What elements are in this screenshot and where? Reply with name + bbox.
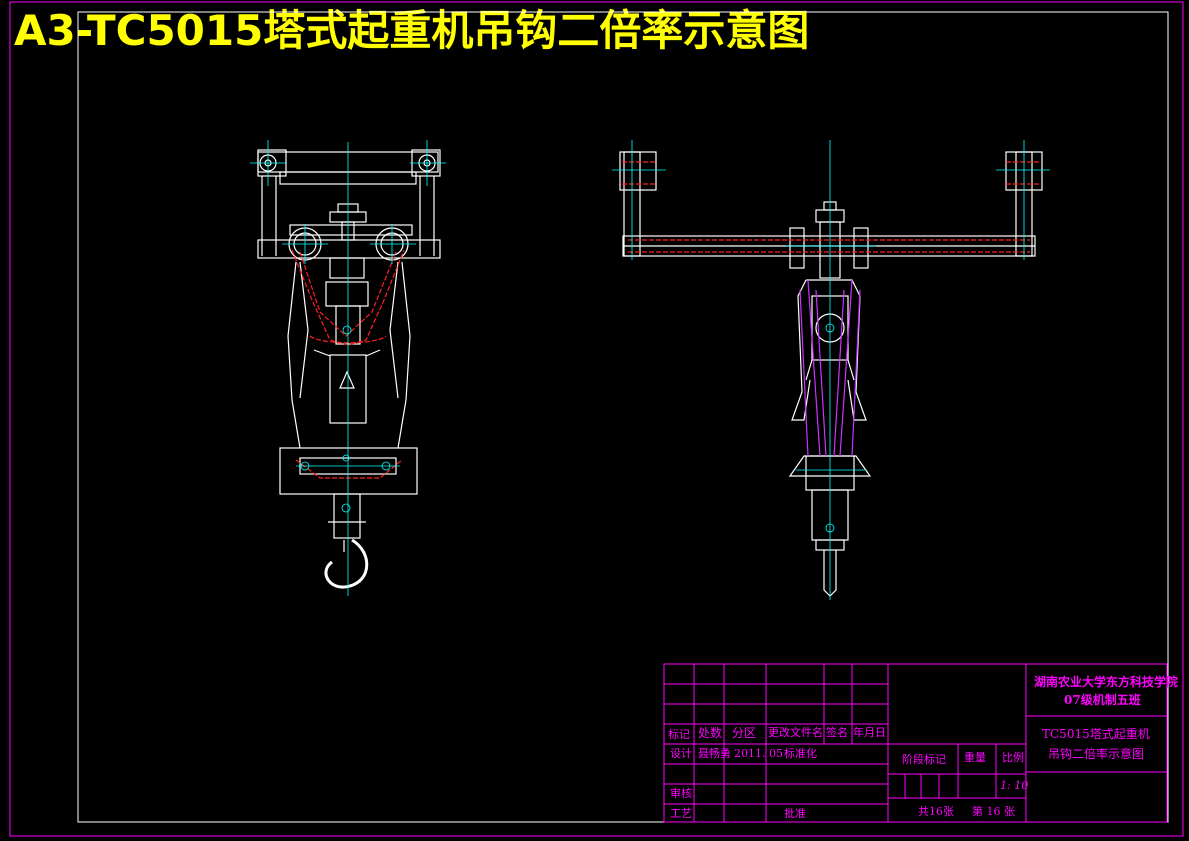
- col-mark: 标记: [668, 728, 690, 741]
- sheets-total: 共16张: [918, 805, 954, 818]
- standardize-label: 标准化: [784, 747, 817, 760]
- approve-label: 批准: [784, 807, 806, 820]
- col-date: 年月日: [853, 726, 886, 739]
- col-doc: 更改文件名: [768, 726, 823, 739]
- title-block-grid: [663, 663, 1168, 823]
- stage-mark-label: 阶段标记: [902, 753, 946, 766]
- col-sign: 签名: [826, 726, 848, 739]
- drawing-title: A3-TC5015塔式起重机吊钩二倍率示意图: [14, 6, 810, 55]
- col-count: 处数: [698, 726, 723, 740]
- weight-label: 重量: [964, 751, 986, 764]
- design-date: 2011. 05: [734, 747, 783, 760]
- row-review: 审核: [670, 787, 692, 800]
- inner-border: [77, 11, 1169, 823]
- hook-front-centerlines: [250, 140, 446, 596]
- hook-side-ropes: [622, 161, 1040, 253]
- hook-side-ropes-alt: [799, 279, 861, 457]
- hook-side-centerlines: [612, 140, 1050, 600]
- col-zone: 分区: [732, 726, 757, 740]
- scale-value: 1: 10: [1000, 779, 1029, 792]
- outer-border: [9, 1, 1184, 837]
- sheet-number: 第 16 张: [972, 805, 1015, 818]
- designer-name: 聂畅勇: [698, 747, 731, 760]
- hook-side-view: [619, 151, 1043, 597]
- row-process: 工艺: [670, 807, 692, 820]
- drawing-name-line2: 吊钩二倍率示意图: [1048, 747, 1145, 761]
- row-design: 设计: [670, 747, 692, 760]
- hook-front-view: [257, 149, 441, 589]
- drawing-name-line1: TC5015塔式起重机: [1042, 727, 1150, 741]
- school-name: 湖南农业大学东方科技学院: [1034, 675, 1179, 689]
- class-name: 07级机制五班: [1064, 693, 1141, 707]
- scale-label: 比例: [1002, 751, 1024, 764]
